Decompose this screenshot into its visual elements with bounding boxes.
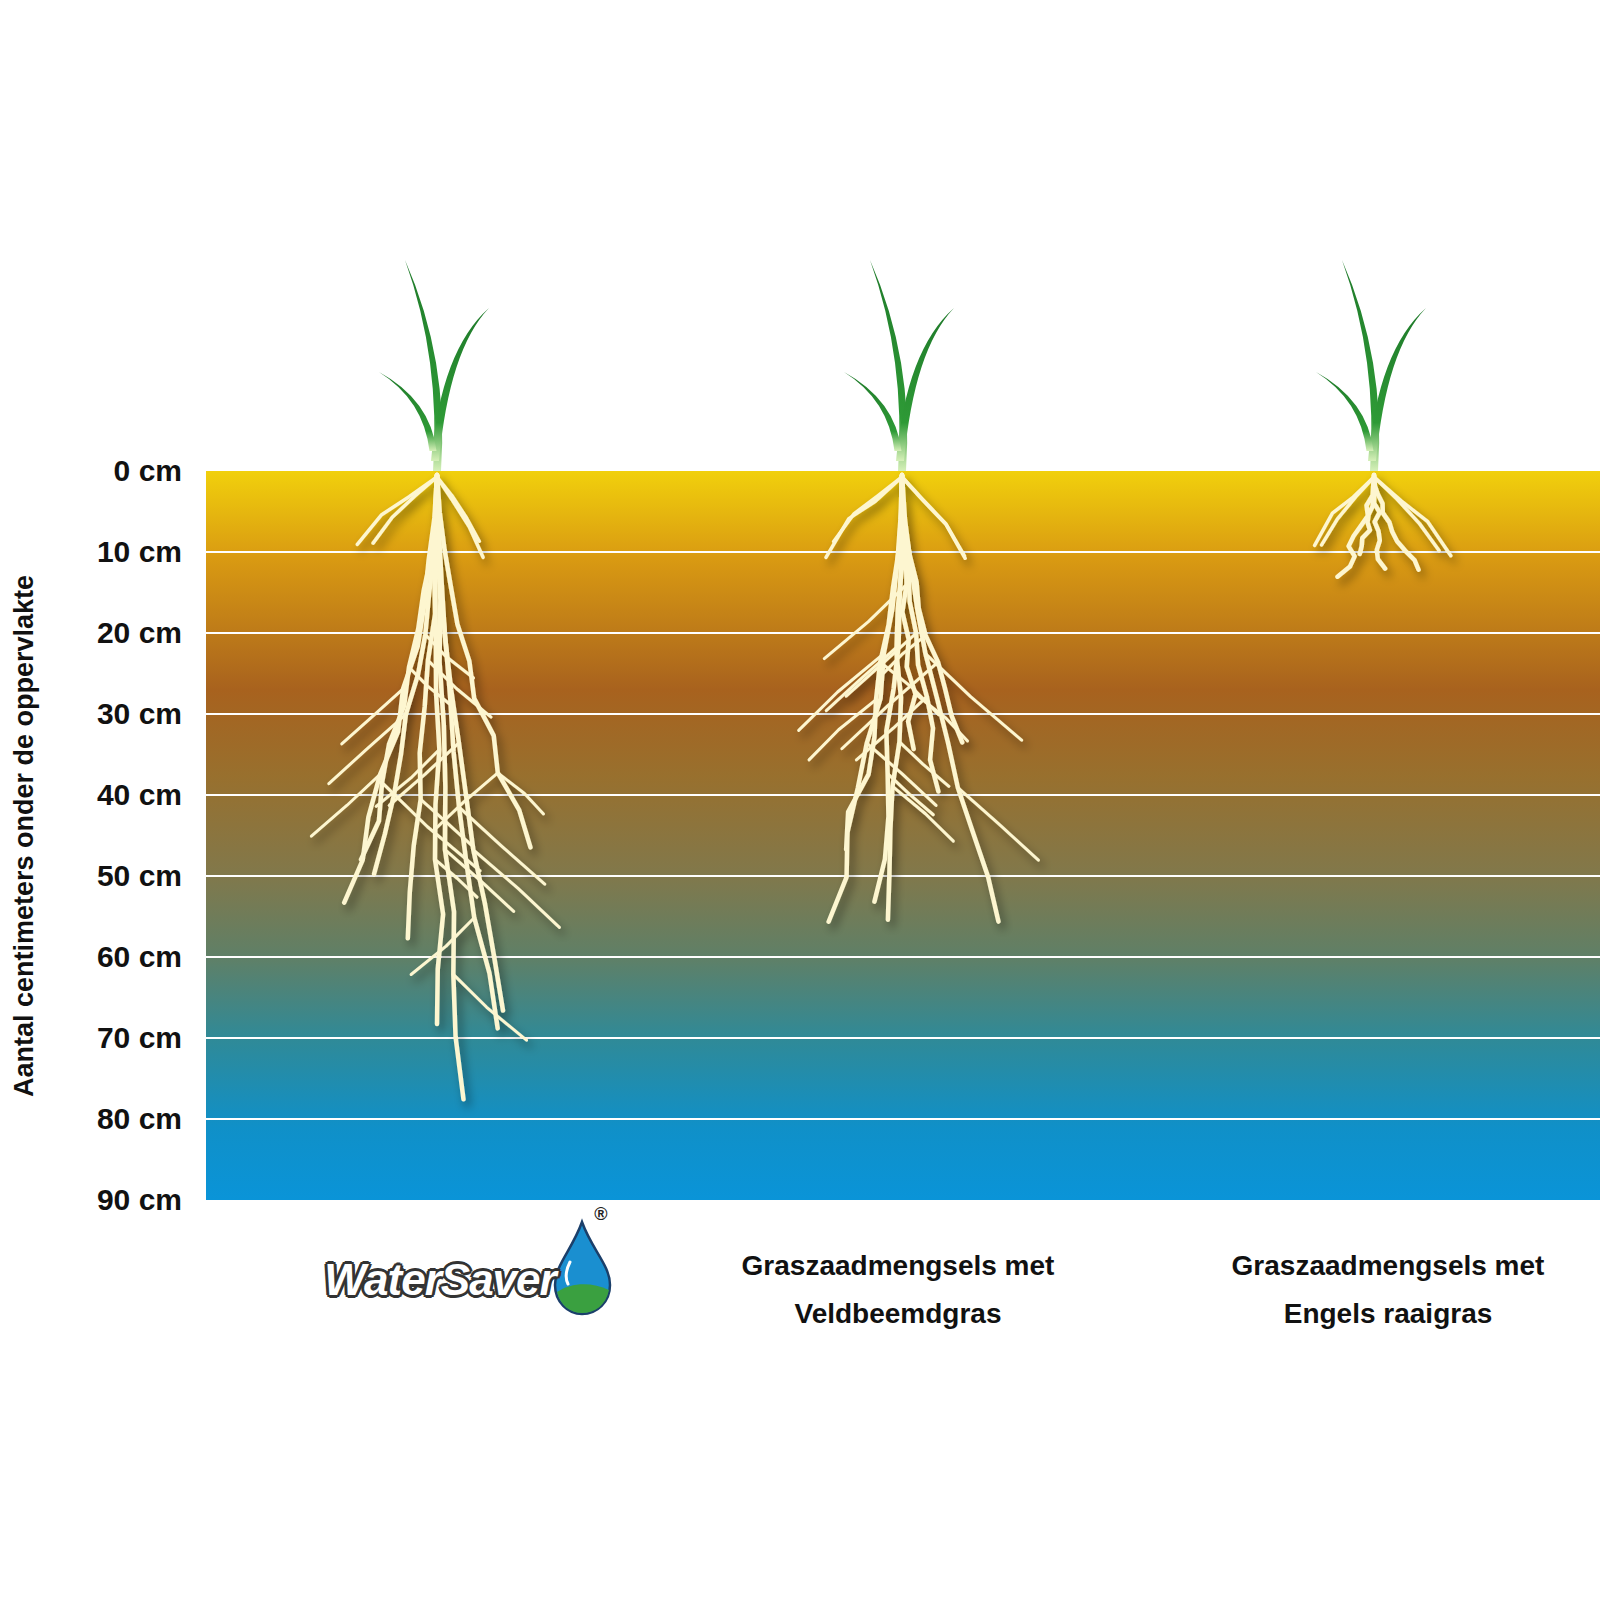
grass-leaf	[1316, 372, 1374, 451]
drop-grass	[557, 1284, 609, 1313]
root	[1322, 477, 1374, 545]
root	[1374, 475, 1419, 570]
root	[824, 585, 906, 659]
root	[437, 475, 530, 847]
grass-plant	[799, 260, 1039, 922]
grass-leaf	[844, 372, 902, 451]
depth-label: 70 cm	[97, 1021, 182, 1055]
root	[437, 477, 479, 541]
depth-label: 0 cm	[114, 454, 182, 488]
axis-title: Aantal centimeters onder de oppervlakte	[8, 575, 40, 1097]
drop-highlight	[566, 1262, 570, 1284]
root	[902, 475, 962, 742]
column-caption: Graszaadmengsels met Engels raaigras	[1198, 1242, 1578, 1338]
root	[799, 654, 884, 731]
root	[1315, 477, 1374, 545]
depth-line	[206, 1037, 1600, 1039]
depth-line	[206, 1118, 1600, 1120]
root	[892, 786, 953, 841]
depth-label: 20 cm	[97, 616, 182, 650]
soil-band	[206, 471, 1600, 1200]
root	[899, 742, 948, 786]
root-system	[1315, 475, 1451, 577]
root	[433, 773, 497, 831]
root	[834, 477, 902, 542]
depth-label: 80 cm	[97, 1102, 182, 1136]
root	[883, 635, 926, 674]
root	[357, 477, 437, 544]
depth-line	[206, 875, 1600, 877]
root-system	[311, 475, 559, 1099]
root	[888, 475, 902, 920]
root	[373, 477, 437, 543]
root	[1374, 477, 1439, 550]
brand-name: WaterSaver	[324, 1255, 555, 1305]
depth-line	[206, 956, 1600, 958]
root	[826, 477, 902, 557]
grass-leaf	[1368, 308, 1426, 461]
root	[925, 654, 1021, 741]
root	[902, 477, 965, 558]
grass-plant	[1315, 260, 1451, 577]
root	[389, 743, 459, 806]
root	[958, 788, 1039, 861]
depth-label: 90 cm	[97, 1183, 182, 1217]
root	[902, 475, 998, 922]
grass-leaf	[431, 308, 489, 461]
root	[842, 662, 938, 749]
logo-drop	[555, 1222, 610, 1314]
root	[1337, 475, 1374, 577]
root	[311, 774, 380, 836]
registered-mark: ®	[594, 1204, 607, 1224]
root	[329, 714, 406, 783]
root-system	[799, 475, 1039, 922]
root	[473, 850, 559, 927]
root	[411, 918, 474, 975]
drop-shape	[555, 1222, 610, 1314]
depth-label: 40 cm	[97, 778, 182, 812]
column-caption: Graszaadmengsels met Veldbeemdgras	[708, 1242, 1088, 1338]
root	[498, 773, 544, 814]
root	[867, 743, 936, 805]
root	[408, 475, 437, 938]
root	[856, 697, 926, 760]
root	[437, 477, 483, 557]
root	[846, 633, 916, 696]
depth-label: 30 cm	[97, 697, 182, 731]
grass-leaf	[896, 308, 954, 461]
root	[1374, 477, 1451, 556]
depth-label: 60 cm	[97, 940, 182, 974]
depth-line	[206, 713, 1600, 715]
depth-label: 50 cm	[97, 859, 182, 893]
depth-label: 10 cm	[97, 535, 182, 569]
root	[826, 646, 898, 711]
grass-plant	[311, 260, 559, 1099]
grass-leaf	[379, 372, 437, 451]
root	[344, 475, 437, 903]
root	[376, 750, 439, 807]
